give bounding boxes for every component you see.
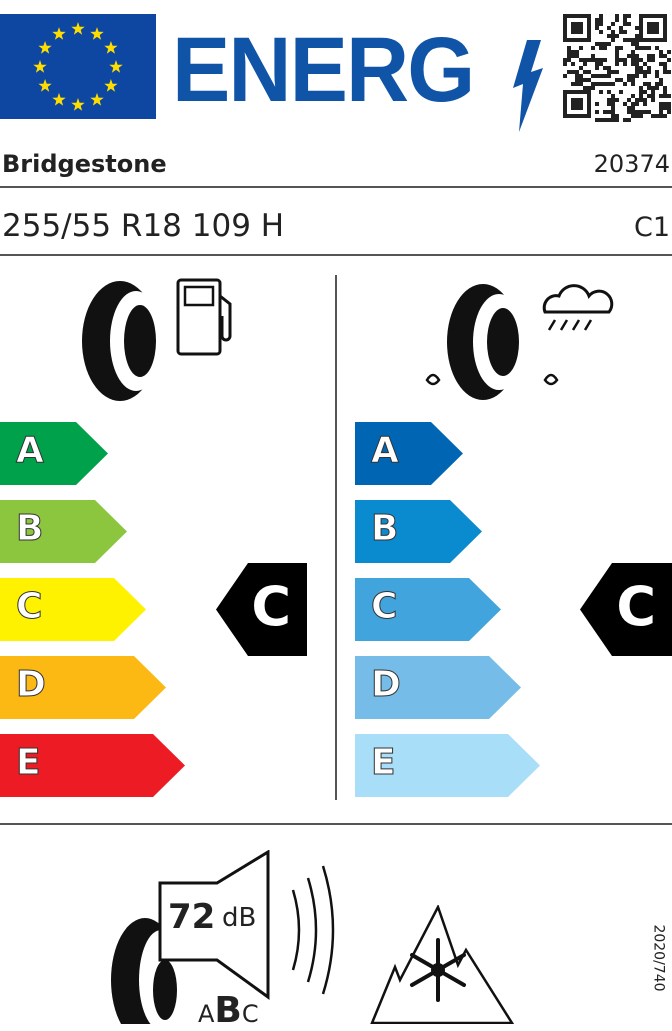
wet-rating-indicator: C (580, 563, 672, 656)
wet-grip-class-a: A (355, 422, 463, 485)
eu-flag (0, 14, 156, 119)
snow-mountain-icon (370, 905, 515, 1024)
fuel-efficiency-class-b: B (0, 500, 127, 563)
divider (0, 186, 672, 188)
class-letter: E (16, 742, 41, 783)
lightning-icon (513, 40, 543, 132)
class-letter: B (16, 508, 44, 549)
class-letter: B (371, 508, 399, 549)
divider (0, 823, 672, 825)
class-letter: E (371, 742, 396, 783)
wet-grip-class-b: B (355, 500, 482, 563)
class-letter: C (371, 586, 398, 627)
noise-class-scale: ABC (198, 990, 259, 1031)
energy-logo: ENERG (172, 19, 475, 121)
class-letter: A (16, 430, 44, 471)
noise-class-selected: B (214, 990, 242, 1031)
fuel-efficiency-class-c: C (0, 578, 146, 641)
class-letter: A (371, 430, 399, 471)
wet-rating: C (616, 575, 656, 638)
noise-class: A (198, 1000, 215, 1028)
fuel-rating-indicator: C (216, 563, 307, 656)
fuel-rating: C (251, 575, 291, 638)
noise-class: C (241, 1000, 259, 1028)
class-letter: C (16, 586, 43, 627)
noise-unit: dB (222, 903, 257, 933)
wet-grip-class-e: E (355, 734, 540, 797)
supplier-name: Bridgestone (2, 150, 167, 178)
tyre-class: C1 (633, 212, 670, 243)
fuel-efficiency-class-d: D (0, 656, 166, 719)
qr-code[interactable] (563, 14, 671, 122)
type-identifier: 20374 (593, 150, 670, 178)
noise-icon (111, 850, 335, 1024)
tyre-size: 255/55 R18 109 H (2, 208, 285, 244)
fuel-efficiency-class-a: A (0, 422, 108, 485)
class-letter: D (371, 664, 401, 705)
class-letter: D (16, 664, 46, 705)
fuel-efficiency-class-e: E (0, 734, 185, 797)
regulation-number: 2020/740 (650, 924, 667, 992)
eu-stars-icon (33, 22, 123, 111)
noise-value: 72 (168, 897, 216, 937)
wet-grip-class-d: D (355, 656, 521, 719)
divider (0, 254, 672, 256)
divider-vertical (335, 275, 337, 800)
fuel-tyre-icon (82, 278, 232, 401)
wet-grip-class-c: C (355, 578, 501, 641)
wet-grip-icon (425, 284, 614, 400)
